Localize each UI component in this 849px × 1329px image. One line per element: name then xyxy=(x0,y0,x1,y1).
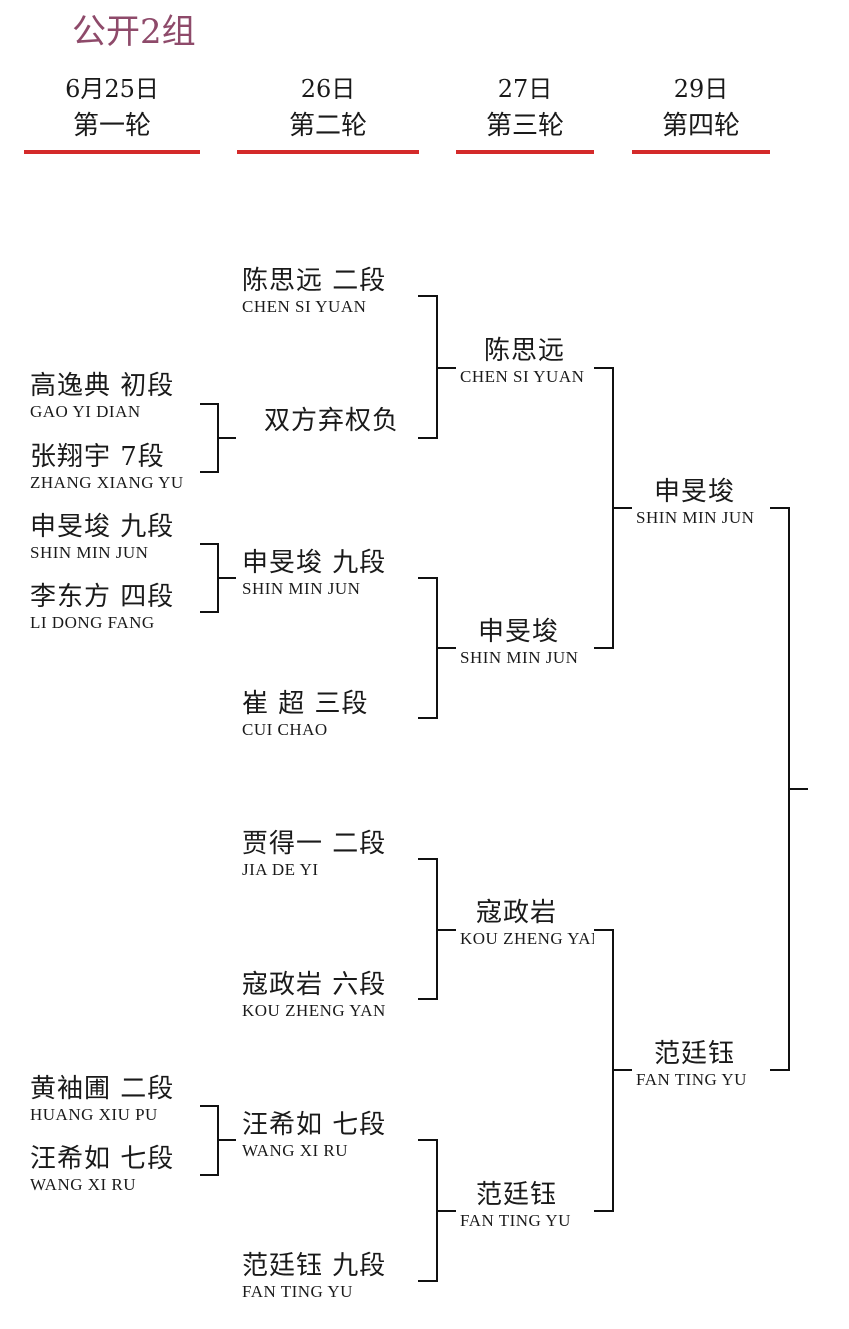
player-pinyin: WANG XI RU xyxy=(30,1175,137,1194)
player-name: 汪希如 七段 xyxy=(30,1144,175,1174)
bracket-r3-b xyxy=(594,929,632,1212)
player-name: 申旻埈 xyxy=(478,617,560,647)
player-pinyin: SHIN MIN JUN xyxy=(636,508,755,527)
player-name: 寇政岩 六段 xyxy=(242,970,387,1000)
player-entry: 申旻埈 九段 SHIN MIN JUN xyxy=(242,547,386,599)
round-date: 26日 xyxy=(300,75,356,103)
round-underline xyxy=(24,150,200,154)
player-entry: 汪希如 七段 WANG XI RU xyxy=(30,1143,174,1195)
bracket-r2-c xyxy=(418,858,456,1000)
player-entry: 陈思远 二段 CHEN SI YUAN xyxy=(242,265,386,317)
player-entry: 申旻埈 九段 SHIN MIN JUN xyxy=(30,511,174,563)
player-entry: 汪希如 七段 WANG XI RU xyxy=(242,1109,386,1161)
round-header-3: 27日 第三轮 xyxy=(456,72,594,154)
forfeit-entry: 双方弃权负 xyxy=(264,405,399,437)
bracket-r1-c xyxy=(200,1105,236,1176)
player-name: 申旻埈 xyxy=(654,477,736,507)
player-entry: 贾得一 二段 JIA DE YI xyxy=(242,828,386,880)
player-name: 黄袖圃 二段 xyxy=(30,1074,175,1104)
round-name: 第一轮 xyxy=(72,111,151,141)
player-name: 张翔宇 7段 xyxy=(30,442,165,472)
player-name: 陈思远 xyxy=(484,336,566,366)
player-pinyin: KOU ZHENG YAN xyxy=(242,1001,386,1020)
winner-entry: 申旻埈 SHIN MIN JUN xyxy=(636,476,754,528)
round-underline xyxy=(456,150,594,154)
player-pinyin: SHIN MIN JUN xyxy=(460,648,579,667)
round-header-1: 6月25日 第一轮 xyxy=(24,72,200,154)
player-pinyin: SHIN MIN JUN xyxy=(30,543,149,562)
player-name: 申旻埈 九段 xyxy=(242,548,387,578)
player-pinyin: SHIN MIN JUN xyxy=(242,579,361,598)
player-pinyin: CUI CHAO xyxy=(242,720,328,739)
player-entry: 黄袖圃 二段 HUANG XIU PU xyxy=(30,1073,174,1125)
player-entry: 寇政岩 六段 KOU ZHENG YAN xyxy=(242,969,386,1021)
player-pinyin: FAN TING YU xyxy=(242,1282,353,1301)
player-pinyin: FAN TING YU xyxy=(636,1070,747,1089)
round-name: 第二轮 xyxy=(288,111,367,141)
player-pinyin: FAN TING YU xyxy=(460,1211,571,1230)
player-pinyin: JIA DE YI xyxy=(242,860,319,879)
round-name: 第三轮 xyxy=(485,111,564,141)
bracket-r2-b xyxy=(418,577,456,719)
player-entry: 李东方 四段 LI DONG FANG xyxy=(30,581,174,633)
player-entry: 张翔宇 7段 ZHANG XIANG YU xyxy=(30,441,184,493)
player-name: 寇政岩 xyxy=(476,898,558,928)
player-pinyin: WANG XI RU xyxy=(242,1141,349,1160)
round-header-2: 26日 第二轮 xyxy=(237,72,419,154)
player-pinyin: ZHANG XIANG YU xyxy=(30,473,184,492)
winner-entry: 陈思远 CHEN SI YUAN xyxy=(460,335,584,387)
round-date: 6月25日 xyxy=(65,75,159,103)
player-name: 贾得一 二段 xyxy=(242,829,387,859)
player-name: 李东方 四段 xyxy=(30,582,175,612)
player-name: 高逸典 初段 xyxy=(30,371,175,401)
bracket-r1-a xyxy=(200,403,236,473)
forfeit-label: 双方弃权负 xyxy=(264,406,400,436)
player-pinyin: HUANG XIU PU xyxy=(30,1105,158,1124)
player-name: 汪希如 七段 xyxy=(242,1110,387,1140)
player-pinyin: GAO YI DIAN xyxy=(30,402,141,421)
bracket-r3-a xyxy=(594,367,632,649)
player-name: 范廷钰 九段 xyxy=(242,1251,387,1281)
round-underline xyxy=(632,150,770,154)
player-name: 陈思远 二段 xyxy=(242,266,387,296)
round-date: 27日 xyxy=(497,75,553,103)
player-name: 崔 超 三段 xyxy=(242,689,369,719)
player-pinyin: KOU ZHENG YAN xyxy=(460,929,594,948)
player-entry: 高逸典 初段 GAO YI DIAN xyxy=(30,370,174,422)
winner-entry: 范廷钰 FAN TING YU xyxy=(460,1179,571,1231)
bracket-r4 xyxy=(770,507,808,1071)
round-date: 29日 xyxy=(673,75,729,103)
bracket-r2-a xyxy=(418,295,456,439)
player-entry: 范廷钰 九段 FAN TING YU xyxy=(242,1250,386,1302)
player-pinyin: LI DONG FANG xyxy=(30,613,155,632)
player-name: 范廷钰 xyxy=(476,1180,558,1210)
round-underline xyxy=(237,150,419,154)
round-name: 第四轮 xyxy=(661,111,740,141)
player-pinyin: CHEN SI YUAN xyxy=(242,297,367,316)
bracket-r2-d xyxy=(418,1139,456,1282)
round-header-4: 29日 第四轮 xyxy=(632,72,770,154)
winner-entry: 申旻埈 SHIN MIN JUN xyxy=(460,616,578,668)
group-title: 公开2组 xyxy=(72,12,196,52)
bracket-r1-b xyxy=(200,543,236,613)
player-entry: 崔 超 三段 CUI CHAO xyxy=(242,688,369,740)
player-name: 申旻埈 九段 xyxy=(30,512,175,542)
winner-entry: 寇政岩 KOU ZHENG YAN xyxy=(460,897,594,949)
player-name: 范廷钰 xyxy=(654,1039,736,1069)
player-pinyin: CHEN SI YUAN xyxy=(460,367,585,386)
winner-entry: 范廷钰 FAN TING YU xyxy=(636,1038,747,1090)
